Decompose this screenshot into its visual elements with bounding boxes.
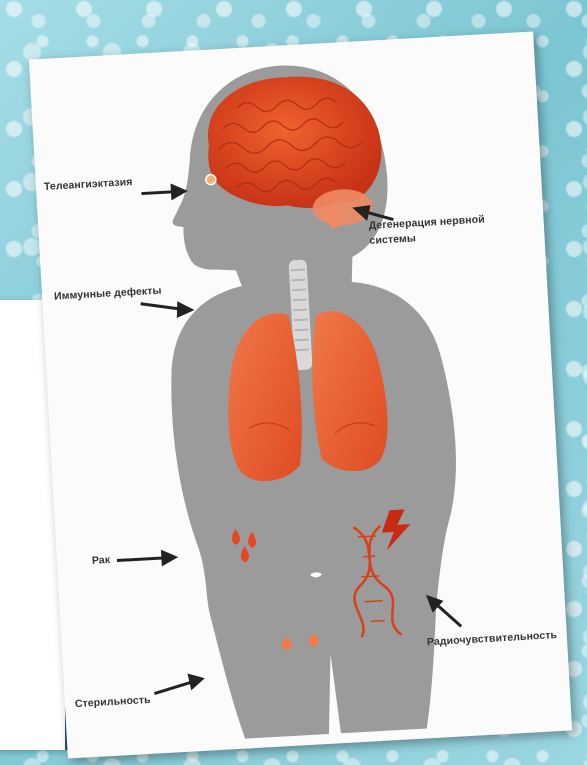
- diagram-card: Телеангиэктазия Дегенерация нервной сист…: [29, 31, 572, 758]
- label-cancer: Рак: [92, 554, 111, 567]
- eye-icon: [206, 174, 217, 185]
- arrow-telangiectasia: [141, 185, 185, 199]
- arrow-cancer: [117, 551, 176, 566]
- arrow-sterility: [154, 675, 203, 694]
- body-diagram: [29, 31, 572, 758]
- arrow-immune: [141, 301, 192, 318]
